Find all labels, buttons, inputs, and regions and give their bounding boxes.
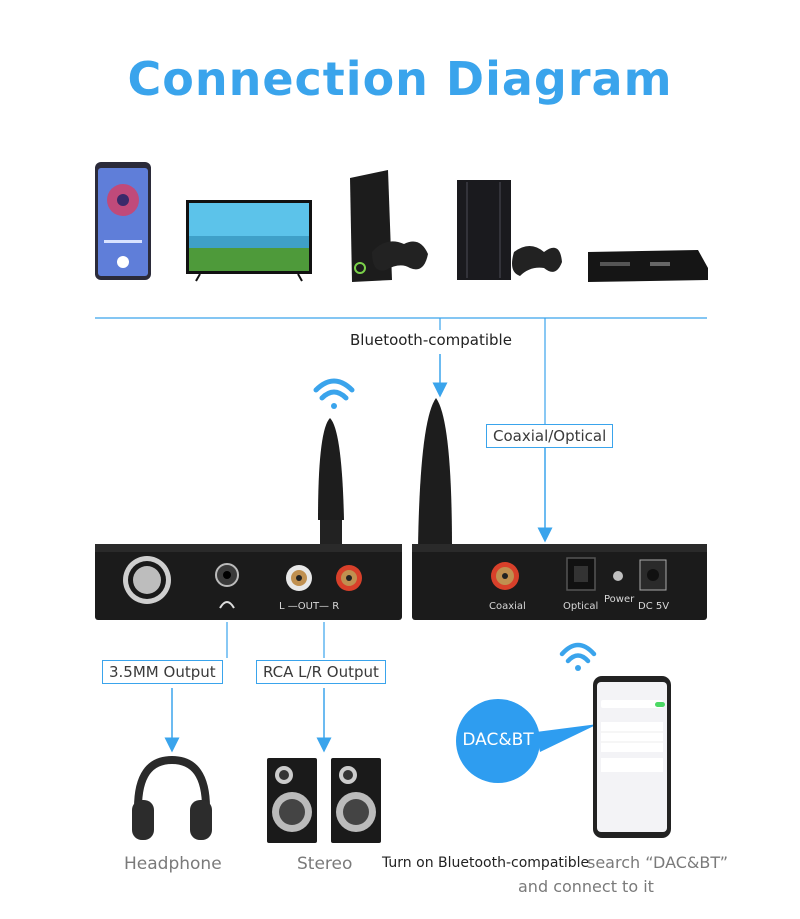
game-console-icon (350, 170, 428, 282)
coaxial-optical-label: Coaxial/Optical (486, 424, 614, 448)
page-title: Connection Diagram (127, 52, 673, 106)
smartphone-icon (95, 162, 151, 280)
instruction-line1: Turn on Bluetooth-compatible (382, 855, 590, 871)
phone-bluetooth-icon (593, 676, 671, 838)
dac-rear-panel (412, 544, 707, 620)
speaker-icon (267, 758, 381, 843)
out-label: L —OUT— R (279, 601, 340, 612)
stereo-caption: Stereo (297, 854, 353, 874)
antenna-left (318, 418, 344, 544)
instruction-search: search “DAC&BT” (587, 853, 729, 872)
dac-front-panel (95, 544, 402, 620)
rca-output-label: RCA L/R Output (256, 660, 386, 684)
tv-icon (186, 200, 312, 282)
headphone-icon (132, 755, 212, 840)
headphone-caption: Headphone (124, 854, 222, 874)
dac-bt-bubble (456, 699, 540, 783)
instruction-line2: and connect to it (518, 877, 654, 896)
wifi-icon (313, 378, 355, 409)
power-label: Power (604, 594, 635, 605)
dvd-player-icon (588, 250, 708, 282)
dac-bt-badge: DAC&BT (462, 730, 534, 750)
wifi-icon (559, 642, 597, 671)
dc-label: DC 5V (638, 601, 670, 612)
bluetooth-label: Bluetooth-compatible (348, 331, 514, 349)
coaxial-port-label: Coaxial (489, 601, 526, 612)
optical-port-label: Optical (563, 601, 599, 612)
ps4-icon (457, 180, 562, 280)
output-35mm-label: 3.5MM Output (102, 660, 223, 684)
